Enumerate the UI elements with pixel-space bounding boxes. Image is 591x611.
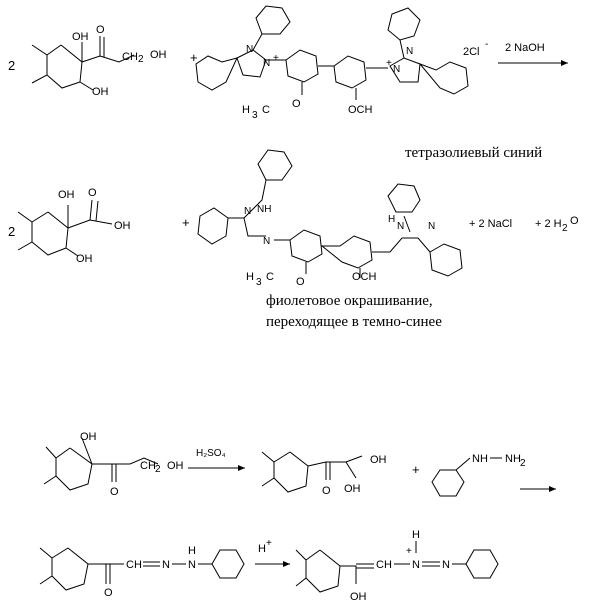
nh-label: NH (505, 453, 521, 465)
formazan-structure: N NH N O H 3 C OCH H N N (197, 149, 463, 288)
ketol-structure: OH O CH 2 OH OH (31, 24, 167, 98)
reagent-label: 2 NaOH (505, 42, 545, 54)
water-product: + 2 H (535, 218, 562, 230)
phenylhydrazine-structure: NH NH 2 (431, 453, 526, 497)
n-label: N (246, 44, 253, 55)
charge-plus: + (273, 53, 279, 64)
arrow-head (283, 561, 290, 567)
c-label: C (266, 271, 274, 283)
subscript-3: 3 (252, 110, 258, 121)
oh-label: OH (344, 483, 361, 495)
h-label: H (188, 545, 196, 557)
o-label: O (322, 485, 331, 497)
oh-label: OH (58, 189, 75, 201)
subscript-2: 2 (562, 223, 568, 234)
o-label: O (104, 587, 113, 599)
nh-label: NH (257, 204, 271, 215)
reaction-1: 2 OH O CH 2 OH OH + N N + (8, 5, 568, 161)
nh-label: NH (472, 453, 488, 465)
h-label: H (246, 271, 254, 283)
plus-sign: + (412, 462, 420, 477)
o-label: O (110, 486, 119, 498)
arrow-head (561, 60, 568, 66)
h-label: H (388, 214, 395, 225)
reagent-label: H₂SO₄ (196, 448, 226, 459)
subscript-2: 2 (520, 458, 526, 469)
enol-azo-structure: OH CH N + H N (295, 529, 499, 603)
caption-line-1: фиолетовое окрашивание, (266, 293, 433, 309)
ch-label: CH (122, 51, 138, 63)
reaction-4: O CH N N H H + OH CH N + H N (39, 529, 499, 603)
subscript-3: 3 (256, 277, 262, 288)
arrow-head (238, 465, 245, 471)
arrow-head (549, 486, 556, 492)
n-label: N (162, 559, 170, 571)
coefficient-2: 2 (8, 224, 15, 239)
n-label: N (428, 221, 435, 232)
tetrazolium-blue-structure: N N + O H 3 C OCH N + N 2Cl - (195, 5, 488, 121)
c-label: C (262, 104, 270, 116)
dye-name: тетразолиевый синий (405, 145, 542, 161)
oh-label: OH (114, 220, 131, 232)
oh-label: OH (370, 454, 387, 466)
charge-plus: + (386, 58, 392, 69)
catalyst-label: H (258, 543, 266, 555)
caption-line-2: переходящее в темно-синее (266, 314, 442, 330)
n-label: N (397, 221, 404, 232)
oh-label: OH (80, 431, 97, 443)
hydrate-structure: O OH OH (261, 451, 387, 497)
phenylhydrazone-structure: O CH N N H (39, 545, 245, 599)
nacl-product: + 2 NaCl (469, 218, 512, 230)
plus-sign: + (190, 50, 198, 65)
steroid-ketol-structure: OH O CH 2 OH (43, 431, 184, 498)
o-label: O (296, 276, 305, 288)
charge-minus: - (485, 39, 488, 50)
och-label: OCH (348, 104, 373, 116)
oh-label: OH (150, 49, 167, 61)
reaction-2: 2 OH O OH OH + N NH N O H 3 C (8, 149, 579, 330)
reaction-3: OH O CH 2 OH H₂SO₄ O OH OH + NH NH 2 (43, 431, 556, 498)
charge-plus: + (406, 546, 412, 557)
oh-label: OH (76, 253, 93, 265)
n-label: N (263, 236, 270, 247)
oh-label: OH (72, 31, 89, 43)
acid-structure: OH O OH OH (17, 187, 131, 265)
h-label: H (242, 104, 250, 116)
plus-sign: + (182, 215, 190, 230)
o-label: O (88, 187, 97, 199)
oh-label: OH (92, 86, 109, 98)
chloride-label: 2Cl (463, 46, 480, 58)
o-label: O (96, 24, 105, 36)
o-label: O (292, 98, 301, 110)
oh-label: OH (167, 460, 184, 472)
ch-label: CH (126, 559, 142, 571)
n-label: N (393, 64, 400, 75)
och-label: OCH (352, 271, 377, 283)
n-label: N (244, 206, 251, 217)
n-label: N (406, 46, 413, 57)
subscript-2: 2 (155, 464, 161, 475)
n-label: N (442, 559, 450, 571)
coefficient-2: 2 (8, 58, 15, 73)
charge-plus: + (266, 538, 272, 549)
n-label: N (263, 58, 270, 69)
o-label: O (570, 215, 579, 227)
n-label: N (188, 559, 196, 571)
oh-label: OH (350, 591, 367, 603)
ch-label: CH (376, 559, 392, 571)
ch-label: CH (140, 460, 156, 472)
h-label: H (412, 529, 420, 541)
subscript-2: 2 (138, 54, 144, 65)
n-label: N (412, 559, 420, 571)
